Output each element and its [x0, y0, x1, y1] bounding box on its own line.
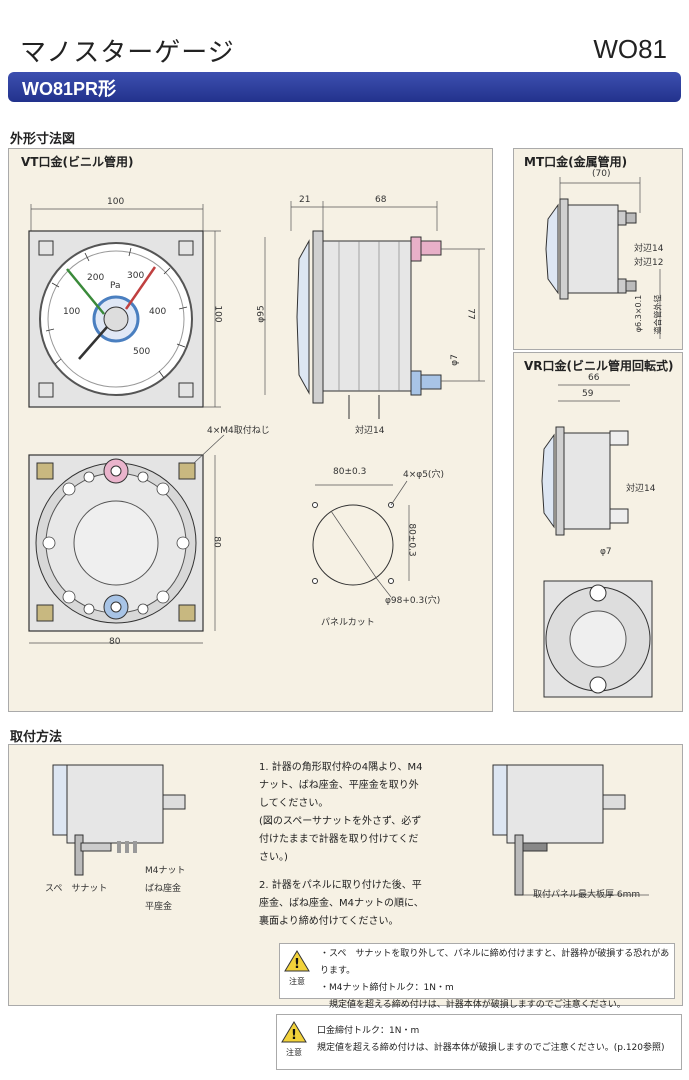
warning-line: 規定値を超える締め付けは、計器本体が破損しますのでご注意ください。 — [320, 1000, 626, 1010]
mt-panel: MT口金(金属管用) (70) 対辺14 対辺12 φ6.3×0.1 適合管外径 — [513, 148, 683, 350]
mt-dim-70: (70) — [592, 169, 611, 179]
mt-panel-title: MT口金(金属管用) — [524, 155, 628, 169]
vt-dim-21: 21 — [299, 195, 311, 205]
step-line: ナット、ばね座金、平座金を取り外 — [259, 780, 419, 791]
cut-holes: 4×φ5(穴) — [403, 470, 444, 480]
svg-text:!: ! — [291, 1028, 297, 1043]
mounting-panel: M4ナット ばね座金 平座金 スペ サナット 取付パネル最大板厚 6mm 1. … — [8, 744, 683, 1010]
mt-drawing — [545, 177, 661, 339]
vr-dim-phi7: φ7 — [600, 547, 612, 557]
warning-label: 注意 — [289, 977, 305, 986]
scale-label-400: 400 — [149, 307, 167, 317]
cut-phi98: φ98+0.3(穴) — [385, 596, 441, 606]
vr-dim-66: 66 — [588, 373, 600, 383]
mt-hex12: 対辺12 — [634, 258, 664, 268]
vt-mount-screw: 4×M4取付ねじ — [207, 426, 270, 436]
step-line: 2. 計器をパネルに取り付けた後、平 — [259, 880, 422, 891]
cut-dim-80-side: 80±0.3 — [406, 523, 417, 557]
vt-hex14: 対辺14 — [355, 426, 385, 436]
bottom-warning-label: 注意 — [286, 1048, 302, 1057]
step-line — [259, 867, 469, 877]
warning-line: ・M4ナット締付トルク：1N・m — [320, 983, 454, 993]
vt-drawings — [28, 201, 485, 644]
mt-thread-note: 適合管外径 — [653, 294, 663, 335]
vt-dim-80-side: 80 — [211, 536, 222, 548]
section-dimensions: 外形寸法図 — [10, 132, 76, 147]
mounting-steps: 1. 計器の角形取付枠の4隅より、M4 ナット、ばね座金、平座金を取り外 してく… — [259, 759, 469, 931]
vt-dim-68: 68 — [375, 195, 387, 205]
step-line: 付けたままで計器を取り付けてくだ — [259, 834, 419, 845]
step-line: 裏面より締め付けてください。 — [259, 916, 399, 927]
vt-dim-phi95: φ95 — [256, 305, 267, 323]
vr-hex14: 対辺14 — [626, 484, 656, 494]
warning-icon: ! 注意 — [284, 950, 310, 987]
cut-dim-80-top: 80±0.3 — [333, 467, 367, 477]
svg-text:!: ! — [294, 957, 300, 972]
vt-dim-77: 77 — [465, 308, 476, 320]
panel-cut-label: パネルカット — [321, 618, 375, 628]
vr-drawing — [541, 384, 653, 698]
mounting-warning: ! 注意 ・スペ サナットを取り外して、パネルに締め付けますと、計器枠が破損する… — [279, 943, 675, 1010]
mounting-drawings — [52, 764, 649, 896]
vr-dim-59: 59 — [582, 389, 594, 399]
mt-hex14: 対辺14 — [634, 244, 664, 254]
step-line: 座金、ばね座金、M4ナットの順に、 — [259, 898, 424, 909]
scale-label-100: 100 — [63, 307, 81, 317]
bottom-warning-text: 口金締付トルク：1N・m 規定値を超える締め付けは、計器本体が破損しますのでご注… — [317, 1023, 665, 1057]
warning-line: 規定値を超える締め付けは、計器本体が破損しますのでご注意ください。(p.120参… — [317, 1043, 665, 1053]
vt-panel: VT口金(ビニル管用) — [8, 148, 493, 712]
model-band: WO81PR形 — [8, 72, 681, 102]
vt-dim-phi7: φ7 — [449, 354, 460, 366]
step-line: してください。 — [259, 798, 329, 809]
model-code: WO81 — [593, 34, 667, 64]
label-panel-thickness: 取付パネル最大板厚 6mm — [533, 890, 641, 900]
vr-panel: VR口金(ビニル管用回転式) 66 59 対辺14 φ7 — [513, 352, 683, 712]
step-line: (図のスペーサナットを外さず、必ず — [259, 816, 422, 827]
vt-dim-80-bottom: 80 — [109, 637, 121, 647]
label-spring-washer: ばね座金 — [145, 884, 182, 894]
scale-label-200: 200 — [87, 273, 105, 283]
step-line: 1. 計器の角形取付枠の4隅より、M4 — [259, 762, 423, 773]
label-flat-washer: 平座金 — [145, 902, 173, 912]
warning-text: ・スペ サナットを取り外して、パネルに締め付けますと、計器枠が破損する恐れがあり… — [320, 946, 674, 1014]
page-title: マノスターゲージ — [20, 38, 235, 68]
section-mounting: 取付方法 — [10, 730, 63, 745]
mt-thread: φ6.3×0.1 — [634, 294, 644, 333]
warning-line: 口金締付トルク：1N・m — [317, 1026, 420, 1036]
bottom-warning: ! 注意 口金締付トルク：1N・m 規定値を超える締め付けは、計器本体が破損しま… — [276, 1014, 682, 1070]
vt-dim-100-top: 100 — [107, 197, 125, 207]
vr-panel-title: VR口金(ビニル管用回転式) — [524, 359, 674, 373]
step-line: さい。) — [259, 852, 288, 863]
label-m4-nut: M4ナット — [145, 866, 186, 876]
label-spacer-nut: スペ サナット — [45, 884, 108, 894]
vt-dim-100-side: 100 — [212, 305, 223, 323]
vt-panel-title: VT口金(ビニル管用) — [21, 155, 134, 169]
scale-label-500: 500 — [133, 347, 151, 357]
model-band-label: WO81PR形 — [22, 79, 117, 99]
warning-line: ・スペ サナットを取り外して、パネルに締め付けますと、計器枠が破損する恐れがあり… — [320, 949, 670, 976]
warning-icon: ! 注意 — [281, 1021, 307, 1058]
scale-label-300: 300 — [127, 271, 145, 281]
scale-unit: Pa — [110, 281, 121, 291]
